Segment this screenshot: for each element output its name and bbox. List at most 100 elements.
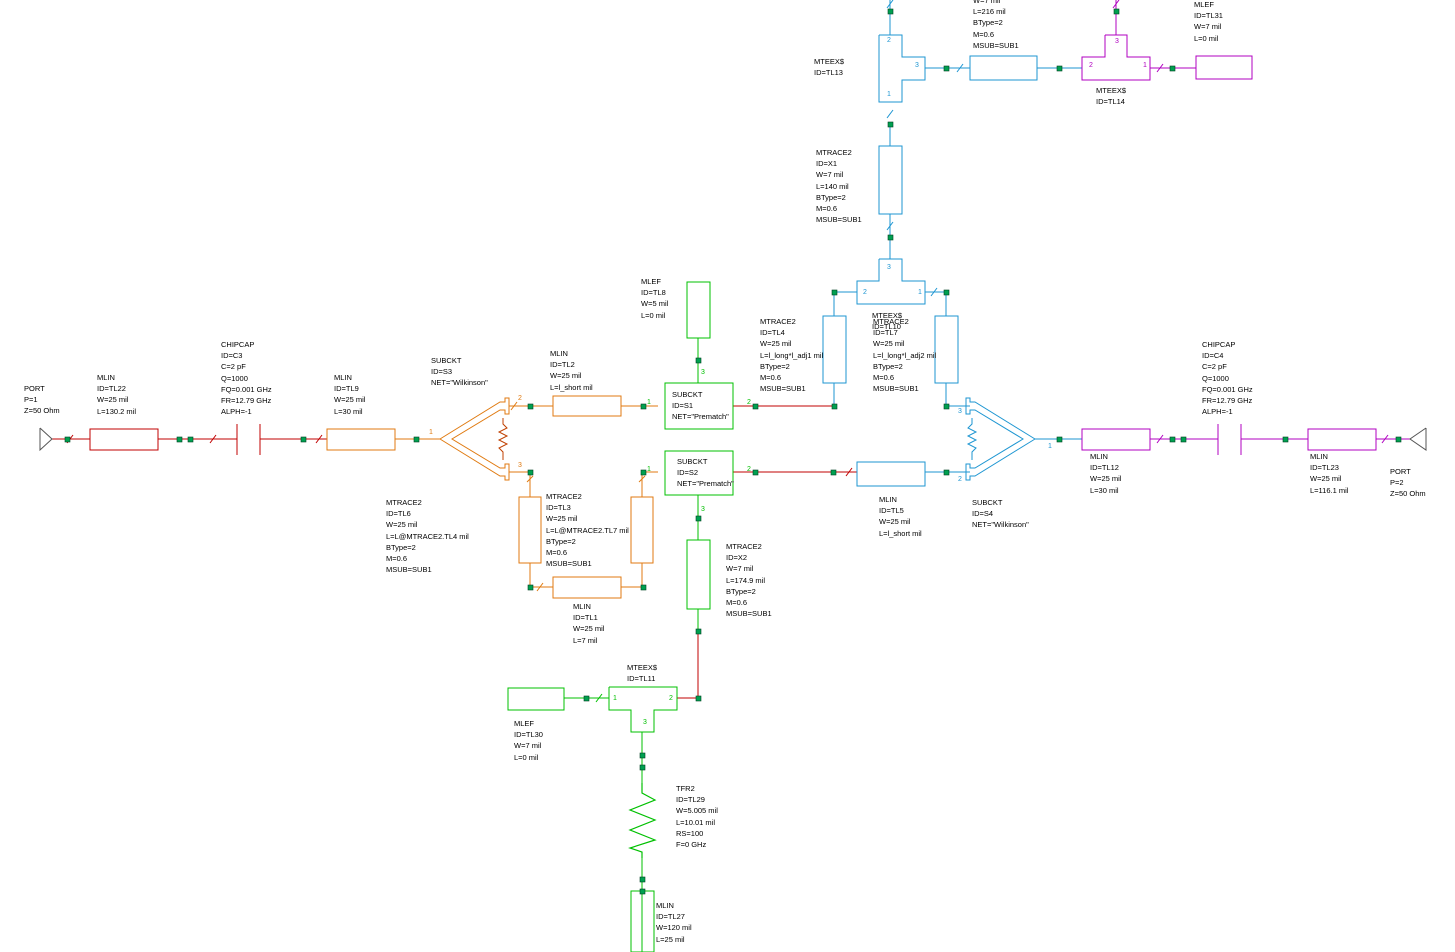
label-line: CHIPCAP [221,340,255,349]
label-line: W=25 mil [1090,474,1122,484]
label-line: MTRACE2 [816,148,852,157]
chipcap-c4[interactable] [1217,424,1242,455]
label-line: MLIN [550,349,568,358]
label-line: L=140 mil [816,181,849,191]
label-line: BType=2 [546,536,576,546]
mlin-tl2[interactable] [552,395,622,417]
mlin-tl9[interactable] [326,428,396,451]
label-line: W=25 mil [97,395,129,405]
label-line: MLIN [879,495,897,504]
label-line: ID=TL6 [386,509,411,519]
wilkinson-s3[interactable] [439,397,510,481]
svg-text:3: 3 [643,719,647,726]
label-line: SUBCKT [677,457,708,466]
svg-text:3: 3 [1115,38,1119,45]
label-line: BType=2 [816,192,846,202]
wire-s1-s2-red [677,405,857,699]
label-line: ID=TL13 [814,68,843,78]
label-line: MSUB=SUB1 [873,384,919,394]
mlin-tl12[interactable] [1081,428,1151,451]
label-line: W=7 mil [514,741,542,751]
label-line: FR=12.79 GHz [221,395,272,405]
mtrace2-tl6[interactable] [518,496,542,564]
mlin-tl5[interactable] [856,461,926,487]
label-line: MLIN [1310,452,1328,461]
wilkinson-s4[interactable] [965,397,1036,481]
label-line: MLIN [1090,452,1108,461]
svg-text:1: 1 [613,695,617,702]
label-line: MTRACE2 [546,492,582,501]
svg-text:2: 2 [958,476,962,483]
mlef-tl8[interactable] [686,281,711,339]
label-line: W=25 mil [573,624,605,634]
mlin-tl1[interactable] [552,576,622,599]
label-line: ID=TL11 [627,674,656,684]
label-line: W=25 mil [550,371,582,381]
chipcap-c3[interactable] [236,424,261,455]
subckt-s2[interactable] [664,450,734,496]
mlin-tl22[interactable] [89,428,159,451]
label-line: M=0.6 [973,29,995,39]
mteex-tl11[interactable] [608,686,678,733]
mteex-tl10[interactable] [856,258,926,305]
label-line: ID=TL22 [97,384,126,394]
label-line: SUBCKT [431,356,462,365]
label-line: L=7 mil [573,635,598,645]
mtrace2-tl3[interactable] [630,496,654,564]
mtrace2-x1[interactable] [878,145,903,215]
label-line: W=25 mil [873,339,905,349]
label-line: P=2 [1390,478,1404,488]
wire-purple [1112,0,1410,444]
label-line: L=L@MTRACE2.TL7 mil [546,525,629,535]
svg-text:3: 3 [887,264,891,271]
pin-numbers: 1 2 3 1 2 3 1 2 3 1 2 3 2 1 3 2 3 1 2 1 … [429,37,1147,726]
label-line: ID=TL7 [873,328,898,338]
label-line: SUBCKT [672,390,703,399]
mlin-tl23[interactable] [1307,428,1377,451]
port-1-symbol[interactable] [39,427,53,452]
label-line: L=0 mil [514,752,539,762]
label-line: ID=TL14 [1096,97,1125,107]
port-2-symbol[interactable] [1409,427,1427,451]
label-line: MSUB=SUB1 [816,215,862,225]
label-line: MLEF [1194,0,1215,9]
label-line: NET="Wilkinson" [431,378,488,388]
label-line: ID=S1 [672,401,694,411]
label-line: W=25 mil [879,517,911,527]
mteex-tl13[interactable] [878,34,926,103]
svg-text:2: 2 [863,289,867,296]
label-line: ID=TL8 [641,288,666,298]
svg-text:1: 1 [1143,62,1147,69]
mlef-tl30[interactable] [507,687,565,711]
mlef-tl31[interactable] [1195,55,1253,80]
mtrace2-tl7[interactable] [934,315,959,384]
label-line: BType=2 [973,18,1003,28]
label-line: M=0.6 [873,372,895,382]
mtrace2-tl4[interactable] [822,315,847,384]
label-line: Q=1000 [221,373,248,383]
label-line: L=l_short mil [550,382,593,392]
tfr2-tl29[interactable] [628,783,657,858]
label-line: L=L@MTRACE2.TL4 mil [386,531,469,541]
label-line: ID=TL3 [546,503,571,513]
label-mteex-tl11: MTEEX$ID=TL11 [627,662,657,684]
label-line: MSUB=SUB1 [760,384,806,394]
label-line: ID=TL23 [1310,463,1339,473]
label-line: L=l_long*l_adj2 mil [873,350,937,360]
mteex-tl14[interactable] [1081,34,1151,81]
label-line: ID=S4 [972,509,994,519]
label-line: ID=TL2 [550,360,575,370]
label-line: BType=2 [873,361,903,371]
mtrace2-x2[interactable] [686,539,711,610]
subckt-s1[interactable] [664,382,734,430]
mtrace2-top[interactable] [969,55,1038,81]
